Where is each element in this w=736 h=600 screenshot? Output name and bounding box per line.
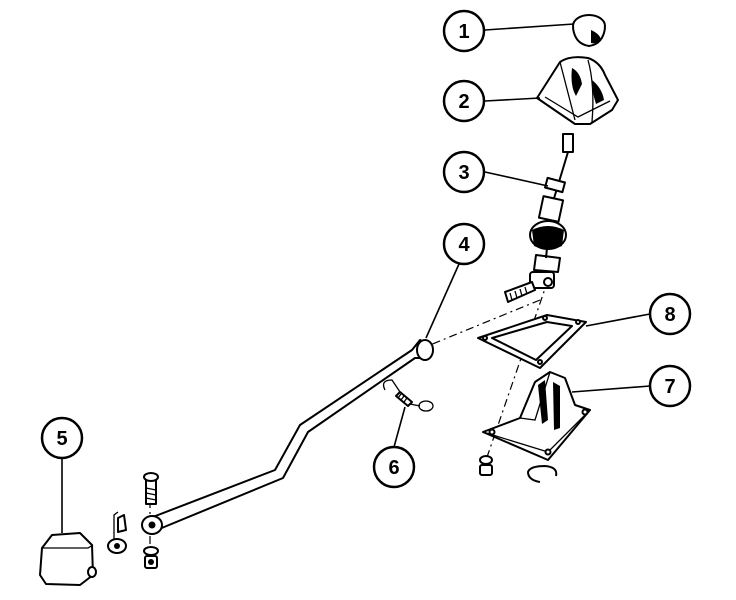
- coupling-block: [39, 532, 97, 586]
- callout-8: 8: [648, 292, 692, 336]
- leader-lines: [61, 23, 651, 533]
- callout-2-label: 2: [458, 91, 469, 113]
- selector-rod: [141, 339, 434, 535]
- callout-2: 2: [442, 79, 486, 123]
- return-spring: [382, 379, 434, 412]
- callout-5: 5: [40, 416, 84, 460]
- callout-3: 3: [442, 150, 486, 194]
- bolt-and-nuts: [107, 472, 159, 569]
- pivot-pin-clevis: [504, 271, 555, 303]
- assembly-axis-lines: [149, 279, 549, 565]
- housing-fasteners: [479, 455, 558, 483]
- callout-3-label: 3: [458, 162, 469, 184]
- callout-4-label: 4: [458, 234, 470, 256]
- shift-lever: [529, 133, 574, 273]
- callout-8-label: 8: [664, 304, 675, 326]
- callout-5-label: 5: [56, 428, 67, 450]
- callout-1: 1: [442, 9, 486, 53]
- callout-1-label: 1: [458, 21, 469, 43]
- callout-6-label: 6: [388, 457, 399, 479]
- callout-6: 6: [372, 445, 416, 489]
- callout-7: 7: [648, 364, 692, 408]
- callout-7-label: 7: [664, 376, 675, 398]
- gasket: [477, 314, 587, 369]
- base-housing: [482, 371, 591, 461]
- callout-4: 4: [442, 222, 486, 266]
- shift-boot: [536, 56, 619, 125]
- shift-knob: [572, 14, 606, 47]
